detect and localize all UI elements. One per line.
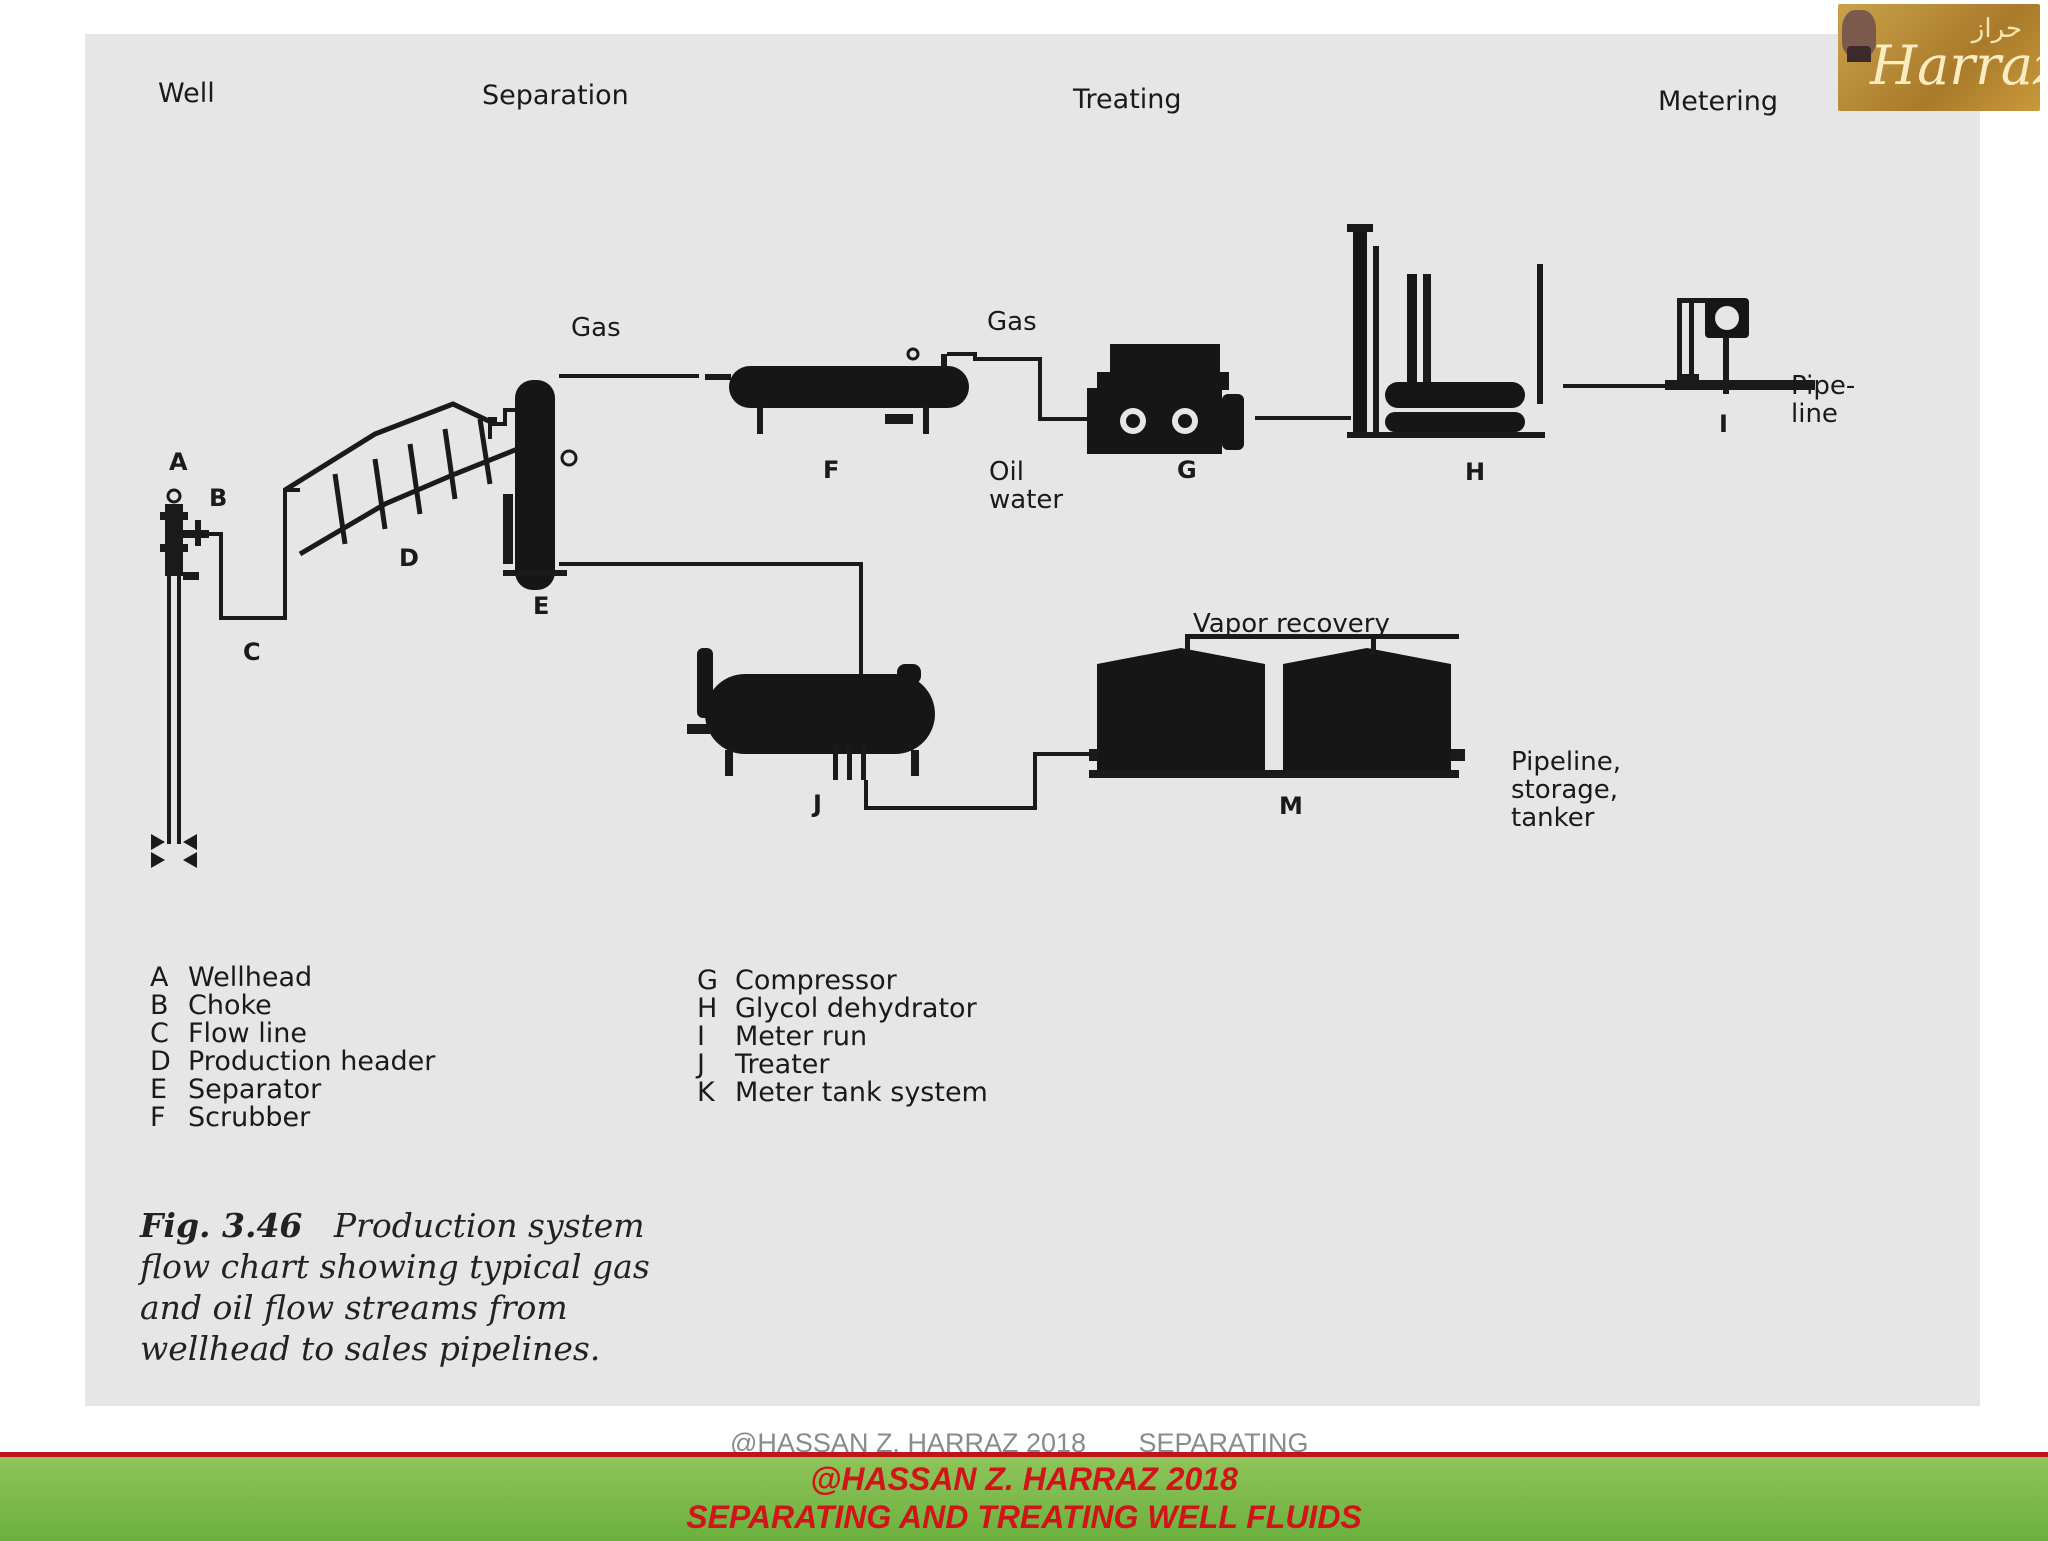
label-vapor-recovery: Vapor recovery — [1193, 609, 1390, 639]
separator-icon — [503, 380, 578, 590]
label-c: C — [243, 638, 261, 666]
label-e: E — [533, 592, 549, 620]
label-g: G — [1177, 456, 1197, 484]
footer-line-2: SEPARATING AND TREATING WELL FLUIDS — [686, 1499, 1362, 1535]
oil-line-treater-to-tanks — [864, 752, 1095, 810]
label-outlet-3: tanker — [1511, 803, 1595, 833]
glycol-dehydrator-icon — [1347, 224, 1545, 438]
harraz-logo: حراز Harraz — [1838, 4, 2040, 111]
figure-panel: Well Separation Treating Metering — [85, 34, 1980, 1406]
treater-icon — [687, 648, 935, 780]
production-header-icon — [283, 401, 531, 557]
label-f: F — [823, 456, 839, 484]
wellhead-icon — [151, 488, 199, 868]
label-m: M — [1279, 792, 1303, 820]
footer-bar: @HASSAN Z. HARRAZ 2018 SEPARATING AND TR… — [0, 1452, 2048, 1541]
label-pipeline-2: line — [1791, 399, 1838, 429]
logo-arabic-text: حراز — [1971, 14, 2022, 44]
choke-icon — [183, 520, 209, 546]
label-d: D — [399, 544, 419, 572]
figure-number: Fig. 3.46 — [140, 1206, 303, 1245]
label-h: H — [1465, 458, 1485, 486]
author-portrait — [1842, 10, 1876, 62]
label-a: A — [169, 448, 188, 476]
gas-line-scrubber-to-compressor — [947, 352, 1090, 421]
label-oil: Oil — [989, 457, 1024, 487]
stage-treating: Treating — [1072, 84, 1182, 115]
figure-caption: Fig. 3.46 Production system flow chart s… — [140, 1205, 700, 1369]
caption-text: Production system flow chart showing typ… — [140, 1206, 650, 1368]
label-water: water — [989, 485, 1063, 515]
stage-metering: Metering — [1658, 86, 1778, 117]
compressor-icon — [1087, 344, 1244, 454]
label-gas-separator: Gas — [571, 313, 621, 343]
tank-battery-icon — [1089, 634, 1465, 778]
label-outlet-2: storage, — [1511, 775, 1618, 805]
liquid-line-separator-to-treater — [559, 562, 863, 684]
label-pipeline-1: Pipe- — [1791, 371, 1855, 401]
header-to-separator-line — [488, 417, 497, 424]
scrubber-icon — [705, 347, 969, 434]
label-b: B — [209, 484, 227, 512]
footer-line-1: @HASSAN Z. HARRAZ 2018 — [810, 1461, 1238, 1497]
label-i: I — [1719, 410, 1728, 438]
production-flow-diagram: Well Separation Treating Metering — [151, 78, 1855, 868]
label-j: J — [811, 790, 822, 818]
label-outlet-1: Pipeline, — [1511, 747, 1621, 777]
stage-well: Well — [158, 78, 215, 109]
label-gas-scrubber: Gas — [987, 307, 1037, 337]
stage-separation: Separation — [482, 80, 629, 111]
logo-latin-text: Harraz — [1870, 34, 2040, 97]
meter-run-icon — [1665, 298, 1815, 394]
